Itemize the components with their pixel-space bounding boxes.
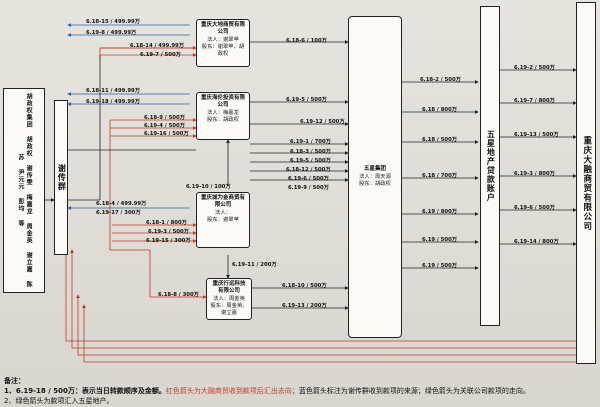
company-box-hailun: 重庆海伦投资有限公司 法人：梅嘉龙 股东：胡政权 xyxy=(196,92,250,140)
wuxing-group-legal: 法人：周天源 xyxy=(359,173,391,180)
notes-line1-b: 红色箭头为大融商贸收到款项后汇出去向； xyxy=(165,387,299,396)
edge-label: 6.18-9 / 500万 xyxy=(144,115,185,121)
company-name: 重庆行远科技有限公司 xyxy=(212,281,246,295)
company-holder: 股东：谢翠苹、胡政权 xyxy=(201,43,245,58)
edge-label: 6.19-11 / 200万 xyxy=(232,262,277,268)
edge-label: 6.19 / 500万 xyxy=(422,263,458,269)
right-company-name: 重庆大融商贸有限公司 xyxy=(581,135,592,231)
company-box-dadi: 重庆大地商贸有限公司 法人：谢翠苹 股东：谢翠苹、胡政权 xyxy=(196,19,250,67)
edge-label: 6.18 / 700万 xyxy=(422,173,458,179)
edge-label: 6.19-15 / 300万 xyxy=(146,238,191,244)
edge-label: 6.18-12 / 500万 xyxy=(286,167,331,173)
wuxing-group-holder: 股东：胡政权 xyxy=(359,180,391,187)
edge-label: 6.19-2 / 500万 xyxy=(514,65,555,71)
edge-label: 6.19-17 / 300万 xyxy=(96,210,141,216)
edge-label: 6.18-1 / 800万 xyxy=(146,220,187,226)
edge-label: 6.19-10 / 100万 xyxy=(186,184,231,190)
edge-label: 6.19-5 / 500万 xyxy=(290,158,331,164)
company-holder: 股东：谢翠苹 xyxy=(207,216,239,223)
notes-section: 备注： 1、6.19-18 / 500万：表示当日转款顺序及金额。红色箭头为大融… xyxy=(4,376,594,406)
left-group-box: 胡政权集团 胡政权 谢传雯 梅嘉龙 周金英 谢立嘉 陈苏 尹元元 彭均 等 xyxy=(3,88,45,293)
company-legal: 法人： xyxy=(215,209,231,216)
edge-label: 6.19-18 / 499.99万 xyxy=(86,99,140,105)
edge-label: 6.19-7 / 500万 xyxy=(140,52,181,58)
edge-label: 6.19-6 / 500万 xyxy=(514,205,555,211)
hub-box: 谢传群 xyxy=(54,100,68,255)
edge-label: 6.18-3 / 500万 xyxy=(290,149,331,155)
edge-label: 6.19-16 / 500万 xyxy=(144,131,189,137)
edge-label: 6.19-1 / 700万 xyxy=(290,139,331,145)
company-legal: 法人：周金英 xyxy=(213,295,245,302)
wuxing-group-box: 五星集团 法人：周天源 股东：胡政权 xyxy=(348,16,402,338)
wuxing-group-name: 五星集团 xyxy=(363,166,386,173)
company-name: 重庆大地商贸有限公司 xyxy=(200,22,245,36)
wuxing-dichan-name: 五星地产贷款账户 xyxy=(486,130,496,202)
company-legal: 法人：梅嘉龙 xyxy=(207,109,239,116)
right-company-box: 重庆大融商贸有限公司 xyxy=(576,2,596,364)
wuxing-dichan-box: 五星地产贷款账户 xyxy=(480,6,500,326)
edge-label: 6.18-15 / 499.99万 xyxy=(86,19,140,25)
edge-label: 6.19-9 / 500万 xyxy=(288,185,329,191)
notes-line1-c: 蓝色箭头标注为谢传群收到款项的来源；绿色箭头为关联公司款项的走向。 xyxy=(298,387,530,396)
edge-label: 6.19-4 / 500万 xyxy=(144,123,185,129)
notes-title: 备注： xyxy=(4,377,25,385)
edge-label: 6.18-8 / 300万 xyxy=(158,292,199,298)
edge-label: 6.19-3 / 500万 xyxy=(148,229,189,235)
edge-label: 6.19 / 500万 xyxy=(422,237,458,243)
edge-label: 6.19 / 800万 xyxy=(422,209,458,215)
company-box-chengweijin: 重庆城为金商贸有限公司 法人： 股东：谢翠苹 xyxy=(196,192,250,248)
edge-label: 6.19-5 / 500万 xyxy=(286,97,327,103)
company-box-xingyuan: 重庆行远科技有限公司 法人：周金英 股东：周金英、谢立嘉 xyxy=(206,278,252,320)
notes-line1-a: 1、6.19-18 / 500万：表示当日转款顺序及金额。 xyxy=(4,387,166,396)
edge-label: 6.19-12 / 500万 xyxy=(300,119,345,125)
edge-label: 6.18-6 / 100万 xyxy=(286,38,327,44)
company-name: 重庆海伦投资有限公司 xyxy=(200,95,245,109)
edge-label: 6.19-13 / 500万 xyxy=(514,132,559,138)
edge-label: 6.18 / 500万 xyxy=(422,137,458,143)
hub-name: 谢传群 xyxy=(57,164,67,191)
left-group-text: 胡政权集团 胡政权 谢传雯 梅嘉龙 周金英 谢立嘉 陈苏 尹元元 彭均 等 xyxy=(17,93,33,288)
edge-label: 6.18 / 800万 xyxy=(422,107,458,113)
edge-label: 6.19-14 / 800万 xyxy=(514,239,559,245)
edge-label: 6.18-10 / 500万 xyxy=(282,283,327,289)
edge-label: 6.18-2 / 500万 xyxy=(420,77,461,83)
company-legal: 法人：谢翠苹 xyxy=(207,36,239,43)
company-holder: 股东：胡政权 xyxy=(207,116,239,123)
company-name: 重庆城为金商贸有限公司 xyxy=(200,195,245,209)
edge-label: 6.19-7 / 800万 xyxy=(514,98,555,104)
notes-line2: 2、绿色箭头为款项汇入五星地产。 xyxy=(4,397,114,406)
edge-label: 6.18-4 / 499.99万 xyxy=(96,201,147,207)
edge-label: 6.18-11 / 499.99万 xyxy=(86,88,140,94)
edge-label: 6.19-8 / 499.99万 xyxy=(86,30,137,36)
edge-label: 6.19-6 / 500万 xyxy=(288,176,329,182)
edge-label: 6.18-14 / 499.99万 xyxy=(130,43,184,49)
edge-label: 6.19-13 / 200万 xyxy=(282,303,327,309)
company-holder: 股东：周金英、谢立嘉 xyxy=(210,302,248,317)
edge-label: 6.19-3 / 800万 xyxy=(514,171,555,177)
